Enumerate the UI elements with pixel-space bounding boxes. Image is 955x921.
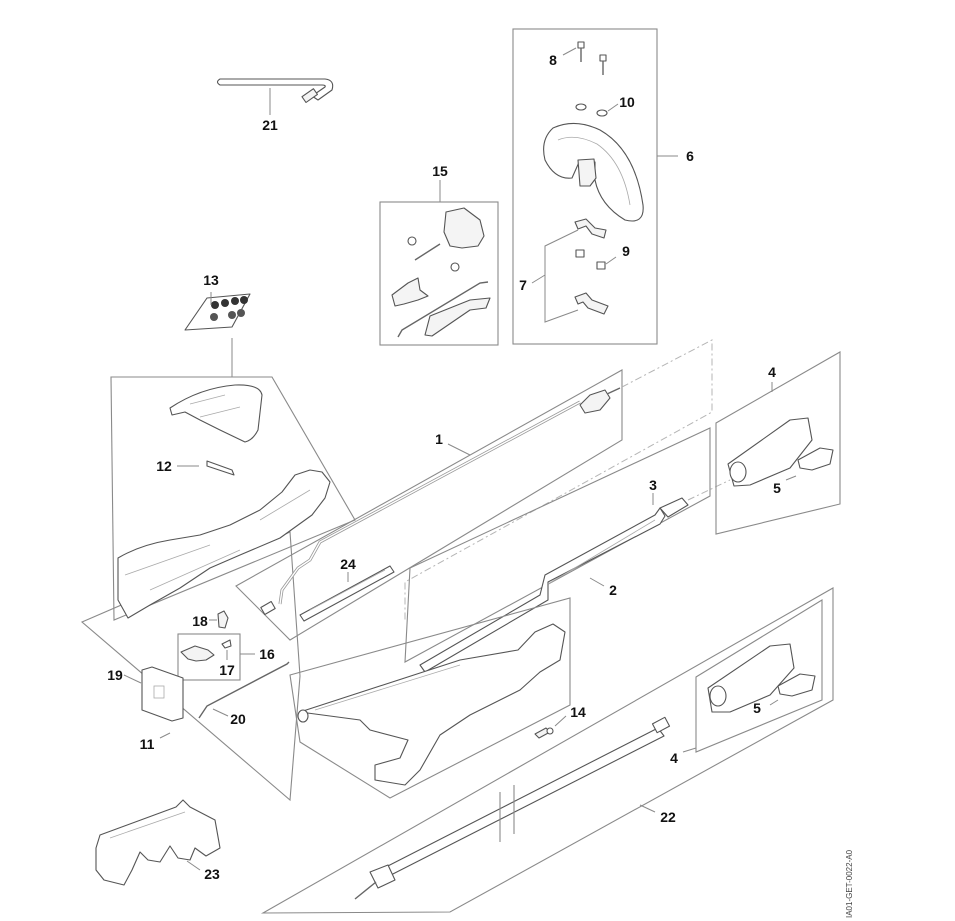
callout-4-lower[interactable]: 4 — [670, 750, 678, 766]
leader-22 — [639, 804, 656, 813]
callout-21[interactable]: 21 — [262, 117, 278, 133]
part-slide — [206, 460, 235, 476]
callout-3[interactable]: 3 — [649, 477, 657, 493]
callout-14[interactable]: 14 — [570, 704, 586, 720]
part-electronic-module — [141, 666, 184, 722]
leader-11 — [159, 732, 171, 739]
part-cable-guide — [299, 565, 395, 622]
part-trigger-set — [391, 207, 491, 338]
callout-19[interactable]: 19 — [107, 667, 123, 683]
part-clamps-nuts — [574, 218, 609, 315]
part-coupling-sleeve-upper — [727, 417, 834, 487]
callout-8[interactable]: 8 — [549, 52, 557, 68]
frame-loop-handle — [512, 28, 658, 345]
callout-22[interactable]: 22 — [660, 809, 676, 825]
part-switch-lever — [180, 639, 232, 662]
leader-1 — [447, 443, 471, 456]
frame-lower-handle — [289, 597, 571, 799]
part-shaft-holder — [95, 799, 221, 886]
part-housing-cover — [169, 384, 263, 443]
leader-23 — [186, 860, 201, 871]
callout-10[interactable]: 10 — [619, 94, 635, 110]
frame-coupling-lower — [695, 599, 823, 753]
frame-coupling-upper — [715, 351, 841, 535]
drawing-code: IA01-GET-0022-A0 — [845, 849, 854, 918]
callout-23[interactable]: 23 — [204, 866, 220, 882]
frame-cable-1 — [235, 369, 623, 641]
leader-5-lower — [769, 699, 779, 706]
leader-5-upper — [785, 475, 797, 481]
frame-shaft-2 — [404, 427, 711, 663]
part-coupling-sleeve-lower — [707, 643, 816, 713]
leader-8 — [562, 47, 577, 56]
part-screws — [577, 41, 607, 75]
callout-9[interactable]: 9 — [622, 243, 630, 259]
callout-24[interactable]: 24 — [340, 556, 356, 572]
callout-5-upper[interactable]: 5 — [773, 480, 781, 496]
part-extension-shaft — [354, 716, 671, 900]
part-bowden-cable — [260, 387, 621, 616]
part-washers — [575, 103, 608, 117]
callout-20[interactable]: 20 — [230, 711, 246, 727]
callout-4-upper[interactable]: 4 — [768, 364, 776, 380]
part-lower-handle-housing — [297, 623, 566, 786]
callout-15[interactable]: 15 — [432, 163, 448, 179]
part-hook-rod — [216, 78, 334, 104]
callout-7[interactable]: 7 — [519, 277, 527, 293]
frame-switch-lever — [177, 633, 241, 681]
frame-extension-shaft — [260, 587, 834, 914]
leader-20 — [212, 708, 229, 717]
callout-11[interactable]: 11 — [140, 736, 155, 752]
callout-5-lower[interactable]: 5 — [753, 700, 761, 716]
leader-2 — [589, 577, 605, 587]
leader-9 — [605, 256, 617, 265]
leader-14 — [554, 715, 567, 727]
part-lever-rod — [198, 661, 290, 719]
callout-17[interactable]: 17 — [219, 662, 235, 678]
leader-4-lower — [682, 747, 697, 753]
part-screw-small — [534, 727, 554, 739]
callout-12[interactable]: 12 — [156, 458, 172, 474]
part-handle-housing — [117, 469, 331, 619]
callout-1[interactable]: 1 — [435, 431, 443, 447]
callout-16[interactable]: 16 — [259, 646, 275, 662]
frame-trigger-set — [379, 201, 499, 346]
part-shaft-tube — [419, 497, 689, 673]
callout-13[interactable]: 13 — [203, 272, 219, 288]
callout-2[interactable]: 2 — [609, 582, 617, 598]
part-warning-labels — [184, 293, 251, 331]
callout-18[interactable]: 18 — [192, 613, 208, 629]
leader-7 — [531, 229, 579, 323]
part-interlock-lever — [217, 610, 229, 629]
leader-19 — [123, 674, 142, 684]
part-loop-handle — [543, 122, 644, 222]
leader-10 — [607, 103, 619, 112]
callout-6[interactable]: 6 — [686, 148, 694, 164]
